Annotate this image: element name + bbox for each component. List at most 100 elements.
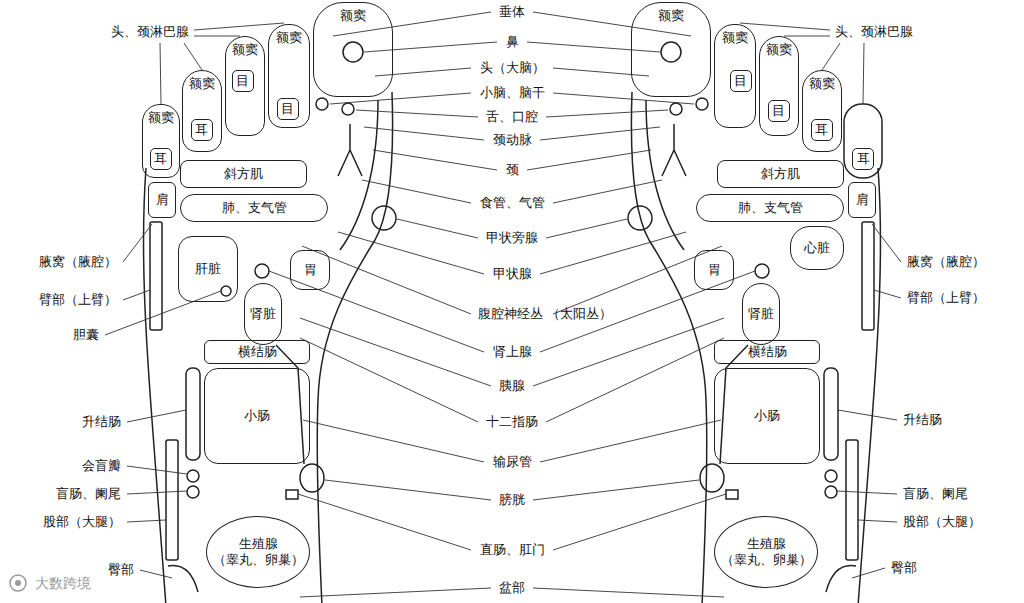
leader-line (184, 43, 202, 70)
leader-line (397, 219, 478, 238)
watermark-icon (10, 575, 26, 591)
leader-line (527, 150, 651, 170)
callout-label: 胆囊 (72, 327, 100, 343)
reflex-zone: 肾脏 (244, 283, 282, 345)
leader-line (330, 93, 471, 104)
reflex-zone: 肾脏 (742, 283, 780, 345)
reflex-zone: 斜方肌 (180, 160, 307, 188)
callout-label: 腋窝（腋腔） (38, 254, 118, 270)
leader-line (553, 68, 649, 76)
zone-label: 耳 (857, 151, 870, 167)
reflex-zone: 额窦耳 (182, 70, 222, 152)
callout-label: 小脑、脑干 (479, 85, 546, 101)
gallbladder-zone (221, 286, 231, 296)
left-foot (144, 42, 396, 603)
zone-label: 额窦 (148, 110, 174, 126)
zone-label: 目 (734, 73, 747, 89)
zone-label: 横结肠 (238, 344, 277, 360)
leader-line (863, 43, 864, 104)
callout-label: 膀胱 (498, 492, 526, 508)
callout-label: 臀部 (107, 562, 135, 578)
leader-line (858, 520, 897, 522)
callout-label: 盲肠、阑尾 (55, 486, 122, 502)
zone-label: 小肠 (754, 408, 780, 424)
leader-line (540, 127, 660, 140)
callout-label: 垂体 (498, 4, 526, 20)
callout-label: 输尿管 (492, 454, 533, 470)
zone-label: 肾脏 (250, 306, 276, 322)
reflex-zone: 小肠 (204, 368, 310, 464)
zone-label: 额窦 (658, 8, 684, 24)
zone-label: 额窦 (276, 30, 302, 46)
leader-line (784, 36, 830, 37)
callout-label: 臂部（上臂） (906, 290, 986, 306)
leader-line (852, 568, 885, 578)
callout-label: 肾上腺 (492, 344, 533, 360)
leader-line (325, 480, 491, 500)
reflex-zone: 生殖腺 （睾丸、卵巢） (714, 516, 818, 588)
leader-line (338, 232, 484, 274)
zone-label: 生殖腺 （睾丸、卵巢） (211, 536, 305, 567)
toe-outline (844, 104, 882, 178)
zone-label: 肾脏 (748, 306, 774, 322)
leader-line (546, 338, 724, 422)
reflex-zone: 额窦目 (759, 36, 799, 136)
leader-line (822, 43, 840, 70)
callout-label: 胰腺 (498, 378, 526, 394)
reflex-zone: 斜方肌 (717, 160, 844, 188)
leader-line (364, 42, 497, 52)
leader-line (540, 420, 721, 462)
zone-label: 肩 (156, 192, 169, 208)
leader-line (127, 491, 187, 494)
leader-line (527, 42, 660, 52)
callout-label: 十二指肠 (485, 414, 539, 430)
zone-label: 肝脏 (195, 261, 221, 277)
reflex-zone: 耳 (852, 148, 874, 170)
leader-line (194, 23, 284, 30)
callout-label: 头（大脑） (479, 60, 546, 76)
leader-line (546, 219, 627, 238)
reflex-zone: 肩 (848, 182, 876, 218)
reflex-zone: 额窦目 (225, 36, 265, 136)
reflex-zone: 目 (768, 100, 790, 122)
leader-line (533, 480, 699, 500)
reflex-zone: 额窦耳 (802, 70, 842, 152)
zone-label: 小肠 (244, 408, 270, 424)
leader-line (127, 520, 166, 522)
leader-line (302, 246, 471, 314)
zone-label: 额窦 (766, 42, 792, 58)
zone-label: 心脏 (804, 240, 830, 256)
leader-line (303, 420, 484, 462)
watermark-icon (15, 580, 21, 586)
callout-label: 颈动脉 (492, 132, 533, 148)
zone-label: 横结肠 (748, 344, 787, 360)
reflex-zone: 耳 (811, 119, 833, 141)
leader-line (553, 93, 694, 104)
reflex-zone: 额窦耳 (142, 104, 180, 178)
reflex-zone: 横结肠 (204, 340, 310, 364)
callout-label: 臀部 (890, 560, 918, 576)
callout-label: 头、颈淋巴腺 (110, 24, 190, 40)
reflex-zone: 目 (277, 98, 299, 120)
leader-line (533, 588, 724, 597)
zone-label: 目 (281, 101, 294, 117)
reflex-zone: 小肠 (714, 368, 820, 464)
zone-label: 生殖腺 （睾丸、卵巢） (719, 536, 813, 567)
leader-line (127, 410, 186, 422)
callout-label: 甲状旁腺 (485, 230, 539, 246)
reflex-zone: 额窦目 (268, 24, 310, 128)
callout-label: 升结肠 (902, 412, 943, 428)
reflex-zone: 肺、支气管 (180, 194, 328, 222)
zone-label: 额窦 (189, 76, 215, 92)
zone-label: 胃 (708, 262, 721, 278)
zone-label: 肺、支气管 (222, 200, 287, 216)
callout-label: 腋窝（腋腔） (906, 254, 986, 270)
reflex-zone: 目 (232, 70, 254, 92)
callout-label: 腹腔神经丛 （太阳丛） (477, 306, 548, 322)
reflex-zone: 肺、支气管 (696, 194, 844, 222)
callout-label: 直肠、肛门 (479, 542, 546, 558)
leader-line (540, 232, 686, 274)
zone-label: 肩 (856, 192, 869, 208)
zone-label: 额窦 (809, 76, 835, 92)
callout-label: 臂部（上臂） (38, 292, 118, 308)
